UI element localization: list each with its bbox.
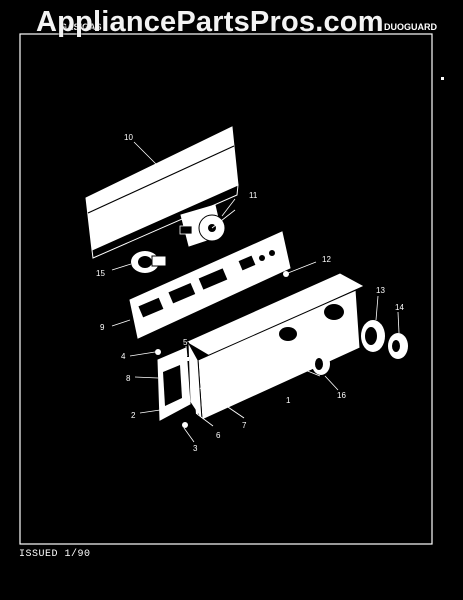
callout-16: 16 [337, 391, 346, 400]
margin-mark [441, 77, 444, 80]
callout-2: 2 [131, 411, 136, 420]
callout-4: 4 [121, 352, 126, 361]
part-7-trim [199, 387, 245, 419]
callout-13: 13 [376, 286, 385, 295]
callout-8: 8 [126, 374, 131, 383]
callout-6: 6 [216, 431, 221, 440]
part-3-screw [182, 422, 195, 443]
header-left-fragment: GAS/GAS [60, 22, 102, 32]
part-15-switch [111, 251, 167, 273]
header-right-fragment: DUOGUARD [384, 22, 437, 32]
callout-15: 15 [96, 269, 105, 278]
callout-3: 3 [193, 444, 198, 453]
issued-date: ISSUED 1/90 [19, 549, 91, 560]
callout-11: 11 [249, 191, 258, 200]
callout-12: 12 [322, 255, 331, 264]
part-2-leader [139, 409, 161, 414]
part-9-control-plate [111, 231, 291, 339]
part-16-knob [312, 353, 339, 391]
part-11-timer [179, 204, 236, 247]
callout-1: 1 [286, 396, 291, 405]
part-6-arm [192, 359, 214, 427]
part-13-knob-ring [361, 295, 385, 352]
part-1-console [186, 273, 364, 422]
callout-7: 7 [242, 421, 247, 430]
callout-9: 9 [100, 323, 105, 332]
callout-14: 14 [395, 303, 404, 312]
part-5-screw [185, 345, 189, 361]
callout-5: 5 [183, 338, 188, 347]
part-10-panel [85, 126, 239, 259]
callout-10: 10 [124, 133, 133, 142]
part-4-clip [129, 349, 161, 357]
site-watermark: AppliancePartsPros.com [36, 6, 384, 38]
part-8-end-bracket [134, 347, 191, 421]
part-14-knob [388, 311, 408, 359]
part-12-screw [283, 261, 317, 277]
diagram-frame [19, 33, 433, 545]
